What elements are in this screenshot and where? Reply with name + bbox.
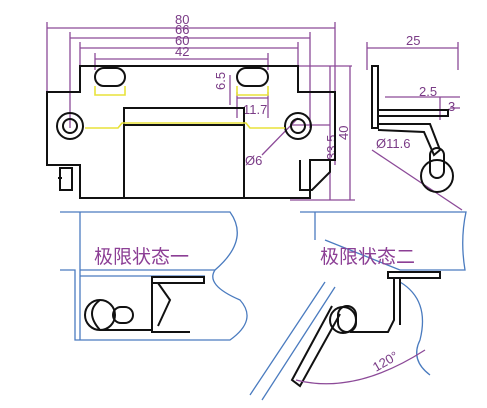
dim-60: 60 [175,33,189,48]
dim-knuckle-diameter: Ø11.6 [376,136,410,151]
side-view-dimension-text: 25 2.5 3 Ø11.6 [376,33,455,151]
front-view-dimensions [46,22,355,201]
dim-2-5: 2.5 [419,84,437,99]
limit-state-2-caption: 极限状态二 [320,246,415,268]
front-view-dimension-text: 80 66 60 42 6.5 11.7 Ø6 33.5 40 [175,12,351,168]
dim-40: 40 [336,126,351,140]
front-view-hidden-lines [85,86,285,129]
dim-hole-diameter: Ø6 [245,153,262,168]
dim-80: 80 [175,12,189,27]
limit-state-2-hinge [290,271,441,388]
limit-state-2-angle-arc: 120° [295,348,426,385]
dim-66: 66 [175,22,189,37]
side-view-dimensions [366,42,463,211]
dim-25: 25 [406,33,420,48]
front-view-hinge [46,65,336,199]
dim-3: 3 [448,99,455,114]
dim-6-5: 6.5 [213,72,228,90]
limit-state-2-panels [249,211,467,401]
limit-state-1-hinge [84,276,205,333]
dim-11-7: 11.7 [243,102,267,117]
limit-state-1-caption: 极限状态一 [94,246,189,268]
side-view-hinge [371,65,454,193]
dim-42: 42 [175,44,189,59]
